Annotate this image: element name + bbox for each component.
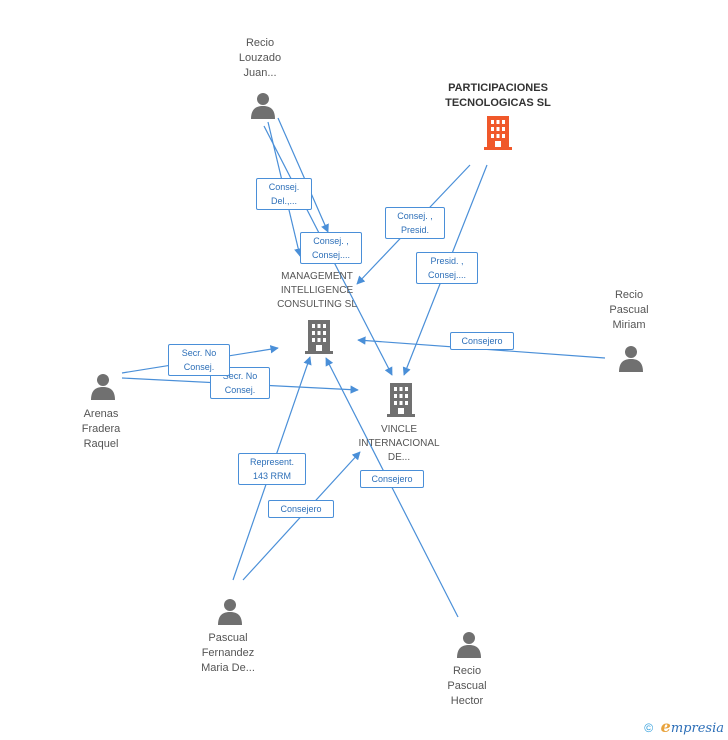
node-label-pascual-fernandez[interactable]: Pascual Fernandez Maria De... — [180, 631, 276, 676]
label-line: Pascual — [447, 680, 487, 692]
label-line: Consejero — [280, 504, 322, 514]
label-line: MANAGEMENT — [281, 271, 353, 282]
label-line: PARTICIPACIONES — [448, 82, 548, 94]
label-line: Consej. — [224, 385, 256, 395]
label-line: TECNOLOGICAS SL — [445, 97, 551, 109]
label-line: Consej. , — [397, 211, 433, 221]
person-icon-recio-louzado[interactable] — [251, 93, 275, 119]
node-label-management[interactable]: MANAGEMENT INTELLIGENCE CONSULTING SL — [262, 270, 372, 312]
node-label-recio-hector[interactable]: Recio Pascual Hector — [424, 664, 510, 709]
label-line: Consejero — [371, 474, 413, 484]
label-line: Louzado — [238, 52, 282, 64]
label-line: Consej.... — [427, 270, 467, 280]
label-line: Secr. No — [181, 348, 217, 358]
label-line: Raquel — [83, 438, 119, 450]
label-line: Arenas — [83, 408, 119, 420]
label-line: Consej.... — [311, 250, 351, 260]
label-line: Pascual — [208, 632, 248, 644]
label-line: INTERNACIONAL — [358, 438, 440, 449]
label-line: Hector — [450, 695, 484, 707]
building-icon-management[interactable] — [305, 320, 333, 354]
person-icon-pascual-fernandez[interactable] — [218, 599, 242, 625]
label-line: Fradera — [81, 423, 121, 435]
brand-name: mpresia — [670, 721, 724, 736]
footer-brand[interactable]: © empresia — [644, 717, 724, 736]
label-line: Consej. — [268, 182, 300, 192]
label-line: Represent. — [249, 457, 295, 467]
brand-initial: e — [660, 717, 671, 736]
building-icon-vincle[interactable] — [387, 383, 415, 417]
edge-label[interactable]: Presid. , Consej.... — [416, 252, 478, 284]
label-line: Miriam — [612, 319, 646, 331]
person-icon-recio-hector[interactable] — [457, 632, 481, 658]
label-line: DE... — [387, 452, 411, 463]
label-line: INTELLIGENCE — [280, 285, 354, 296]
node-label-vincle[interactable]: VINCLE INTERNACIONAL DE... — [344, 423, 454, 465]
label-line: 143 RRM — [252, 471, 291, 481]
edge-label[interactable]: Consejero — [360, 470, 424, 488]
edge-label[interactable]: Secr. No Consej. — [168, 344, 230, 376]
label-line: Pascual — [609, 304, 649, 316]
label-line: Presid. , — [430, 256, 464, 266]
person-icon-arenas[interactable] — [91, 374, 115, 400]
node-label-recio-louzado[interactable]: Recio Louzado Juan... — [212, 36, 308, 81]
brand-logo: empresia — [661, 717, 724, 736]
label-line: Recio — [245, 37, 275, 49]
edge-label[interactable]: Consejero — [450, 332, 514, 350]
node-label-participaciones[interactable]: PARTICIPACIONES TECNOLOGICAS SL — [420, 81, 576, 111]
label-line: Juan... — [243, 67, 277, 79]
label-line: Consej. — [183, 362, 215, 372]
edge-label[interactable]: Consej. Del.,... — [256, 178, 312, 210]
label-line: Consej. , — [313, 236, 349, 246]
label-line: Secr. No — [222, 371, 258, 381]
label-line: CONSULTING SL — [277, 299, 357, 310]
label-line: Consejero — [461, 336, 503, 346]
label-line: Del.,... — [270, 196, 297, 206]
label-line: Presid. — [400, 225, 429, 235]
edge-label[interactable]: Consej. , Consej.... — [300, 232, 362, 264]
node-label-recio-miriam[interactable]: Recio Pascual Miriam — [586, 288, 672, 333]
label-line: Maria De... — [201, 662, 255, 674]
label-line: Fernandez — [201, 647, 255, 659]
edge-label[interactable]: Represent. 143 RRM — [238, 453, 306, 485]
edge-label[interactable]: Consejero — [268, 500, 334, 518]
label-line: Recio — [614, 289, 644, 301]
edge-label[interactable]: Consej. , Presid. — [385, 207, 445, 239]
person-icon-recio-miriam[interactable] — [619, 346, 643, 372]
node-label-arenas[interactable]: Arenas Fradera Raquel — [58, 407, 144, 452]
label-line: VINCLE — [380, 424, 418, 435]
edge-line — [277, 117, 329, 233]
label-line: Recio — [452, 665, 482, 677]
copyright-symbol: © — [644, 721, 654, 735]
building-icon-participaciones[interactable] — [484, 116, 512, 150]
